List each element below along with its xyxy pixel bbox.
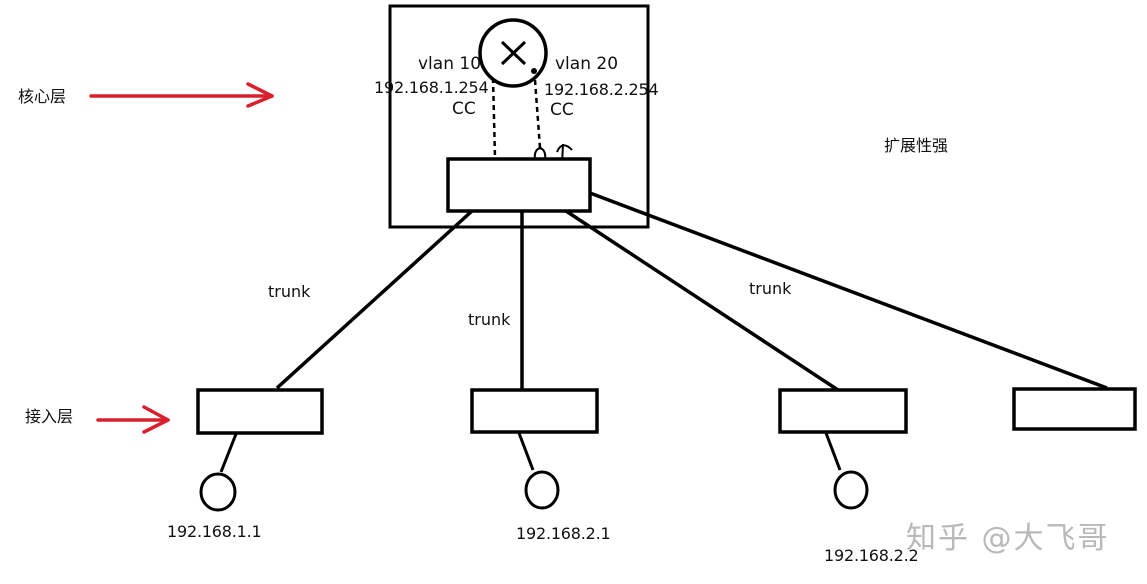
access-switch-4 (1014, 389, 1135, 429)
access-switch-3 (780, 390, 906, 432)
router-icon (480, 20, 546, 86)
trunk-label-3: trunk (749, 279, 792, 298)
host-icon-2 (526, 472, 558, 508)
trunk-label-2: trunk (468, 310, 511, 329)
access-layer-label: 接入层 (25, 407, 74, 426)
access-switch-1 (198, 390, 322, 433)
core-device-box (390, 6, 648, 227)
core-layer-label: 核心层 (18, 87, 67, 106)
watermark: 知乎 @大飞哥 (906, 521, 1110, 556)
core-layer-arrow (91, 82, 274, 108)
trunk-link-1 (277, 211, 472, 388)
host-link-1 (221, 434, 236, 472)
host-icon-1 (201, 474, 235, 510)
vlan10-subinterface-link (493, 78, 495, 158)
vlan20-gateway-ip: 192.168.2.254 (544, 80, 659, 99)
vlan20-subinterface-link (535, 80, 540, 148)
host-icon-3 (835, 472, 867, 508)
host-ip-3: 192.168.2.2 (824, 546, 919, 565)
vlan20-name: vlan 20 (555, 54, 619, 74)
trunk-label-1: trunk (268, 282, 311, 301)
host-link-3 (826, 433, 840, 470)
trunk-link-3 (566, 211, 838, 390)
access-layer-arrow (98, 405, 170, 434)
trunk-link-4 (590, 193, 1107, 388)
scalability-note: 扩展性强 (884, 136, 949, 155)
vlan20-tag: CC (550, 100, 574, 120)
host-link-2 (519, 433, 533, 470)
vlan10-name: vlan 10 (418, 54, 482, 74)
vlan10-tag: CC (452, 99, 476, 119)
host-ip-1: 192.168.1.1 (167, 522, 262, 541)
core-switch (448, 159, 590, 211)
access-switch-2 (472, 390, 597, 432)
host-ip-2: 192.168.2.1 (516, 524, 611, 543)
vlan10-gateway-ip: 192.168.1.254 (374, 78, 489, 97)
